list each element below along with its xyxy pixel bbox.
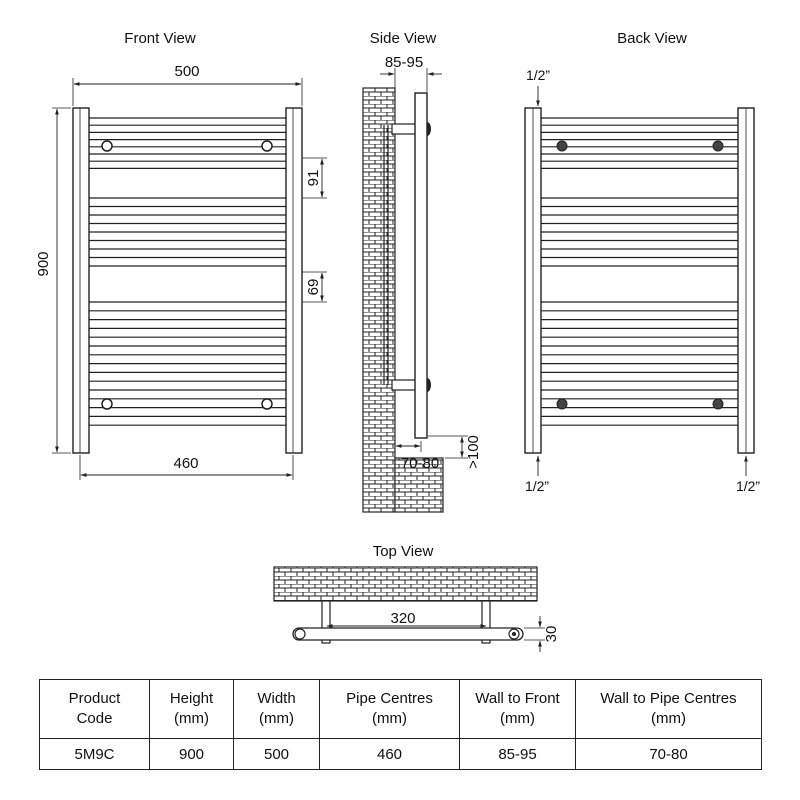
top-depth-label: 30 [543, 626, 560, 643]
top-centres-label: 320 [390, 610, 415, 627]
front-bracket-bottom-right [261, 398, 273, 410]
front-view-title: Front View [124, 30, 196, 47]
width-dimension-label: 500 [174, 63, 199, 80]
header-wall-to-front: Wall to Front(mm) [459, 679, 576, 739]
thread-top-label: 1/2” [526, 67, 550, 83]
top-radiator-bar [292, 627, 524, 641]
back-brackets [556, 140, 724, 410]
top-pipe-left [321, 600, 331, 644]
gap-upper-dimension-label: 91 [305, 170, 322, 187]
thread-bottom-right-label: 1/2” [736, 478, 760, 494]
front-left-rail [72, 107, 90, 454]
back-view-title: Back View [617, 30, 687, 47]
cell-product-code: 5M9C [39, 738, 150, 770]
header-width: Width(mm) [233, 679, 320, 739]
cell-pipe-centres: 460 [319, 738, 460, 770]
front-bracket-top-right [261, 140, 273, 152]
height-dimension-label: 900 [35, 251, 52, 276]
side-radiator-profile [414, 92, 428, 439]
front-bracket-top-left [101, 140, 113, 152]
header-height: Height(mm) [149, 679, 234, 739]
top-view-title: Top View [373, 543, 434, 560]
header-pipe-centres: Pipe Centres(mm) [319, 679, 460, 739]
front-bracket-bottom-left [101, 398, 113, 410]
front-right-rail [285, 107, 303, 454]
side-floor-brick [394, 457, 444, 513]
side-view-title: Side View [370, 30, 437, 47]
top-view: Top View 320 30 [273, 543, 560, 652]
side-bracket-top [391, 123, 417, 135]
thread-bottom-left-label: 1/2” [525, 478, 549, 494]
cell-height: 900 [149, 738, 234, 770]
top-pipe-right [481, 600, 491, 644]
gap-lower-dimension-label: 69 [305, 279, 322, 296]
wall-to-pipe-label: 70-80 [401, 455, 439, 472]
pipe-centres-dimension-label: 460 [173, 455, 198, 472]
front-crossbars [89, 117, 286, 426]
table-row: 5M9C 900 500 460 85-95 70-80 [39, 738, 762, 770]
back-crossbars [541, 117, 738, 426]
floor-clearance-label: >100 [465, 435, 482, 469]
wall-to-front-label: 85-95 [385, 54, 423, 71]
front-view: Front View 500 900 460 91 [35, 30, 327, 480]
back-view: Back View 1/2” 1/2” 1/2” [524, 30, 760, 494]
top-wall-brick [273, 566, 538, 602]
cell-width: 500 [233, 738, 320, 770]
cell-wall-to-pipe-centres: 70-80 [575, 738, 762, 770]
side-view: Side View 85-95 70-80 >100 [362, 30, 482, 513]
technical-drawing: Front View 500 900 460 91 [35, 30, 760, 652]
header-wall-to-pipe-centres: Wall to Pipe Centres(mm) [575, 679, 762, 739]
side-bracket-bottom [391, 379, 417, 391]
side-wall-brick [362, 87, 396, 513]
cell-wall-to-front: 85-95 [459, 738, 576, 770]
